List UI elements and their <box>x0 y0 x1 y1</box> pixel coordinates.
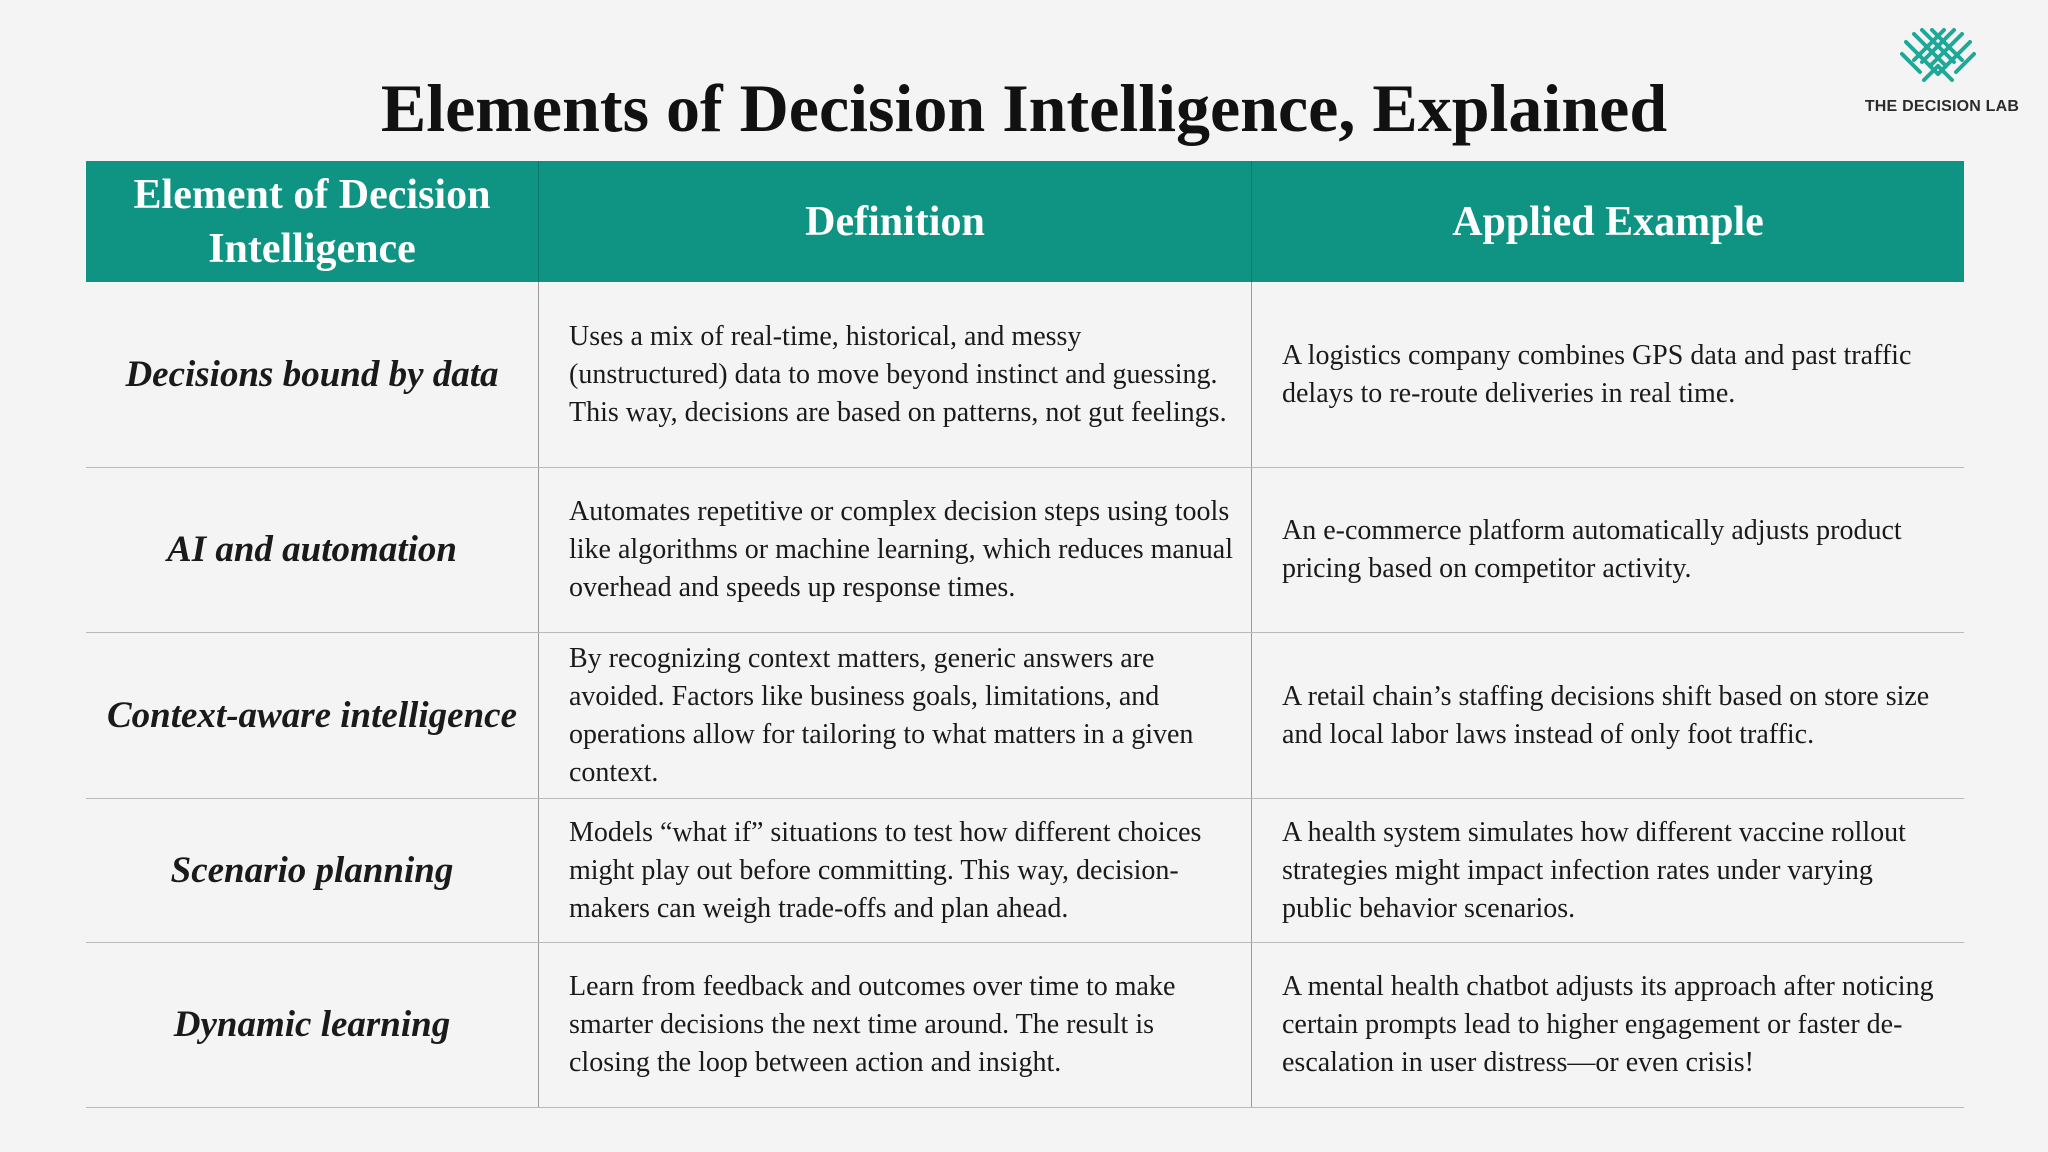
applied-example: An e-commerce platform automatically adj… <box>1251 468 1964 632</box>
table-row: Dynamic learning Learn from feedback and… <box>86 943 1964 1108</box>
element-definition: Automates repetitive or complex decision… <box>538 468 1251 632</box>
applied-example: A logistics company combines GPS data an… <box>1251 282 1964 467</box>
element-definition: Uses a mix of real-time, historical, and… <box>538 282 1251 467</box>
applied-example: A mental health chatbot adjusts its appr… <box>1251 943 1964 1107</box>
element-name: Scenario planning <box>170 849 454 891</box>
table-row: Decisions bound by data Uses a mix of re… <box>86 282 1964 468</box>
element-name: Context-aware intelligence <box>106 694 518 736</box>
elements-table: Element of Decision Intelligence Definit… <box>86 161 1964 1108</box>
element-definition: By recognizing context matters, generic … <box>538 633 1251 798</box>
header-definition: Definition <box>538 161 1251 282</box>
element-definition: Learn from feedback and outcomes over ti… <box>538 943 1251 1107</box>
header-example: Applied Example <box>1251 161 1964 282</box>
decision-lab-logo-icon <box>1900 28 1976 82</box>
table-header: Element of Decision Intelligence Definit… <box>86 161 1964 282</box>
element-name: AI and automation <box>167 529 457 570</box>
element-name: Decisions bound by data <box>125 353 499 395</box>
brand-name: THE DECISION LAB <box>1864 98 2020 115</box>
header-element: Element of Decision Intelligence <box>133 171 491 272</box>
applied-example: A retail chain’s staffing decisions shif… <box>1251 633 1964 798</box>
element-name: Dynamic learning <box>173 1004 451 1045</box>
page-title: Elements of Decision Intelligence, Expla… <box>380 70 1668 146</box>
applied-example: A health system simulates how different … <box>1251 799 1964 942</box>
table-row: Scenario planning Models “what if” situa… <box>86 799 1964 943</box>
table-row: AI and automation Automates repetitive o… <box>86 468 1964 633</box>
element-definition: Models “what if” situations to test how … <box>538 799 1251 942</box>
table-row: Context-aware intelligence By recognizin… <box>86 633 1964 799</box>
brand-logo: THE DECISION LAB <box>1862 28 2022 124</box>
